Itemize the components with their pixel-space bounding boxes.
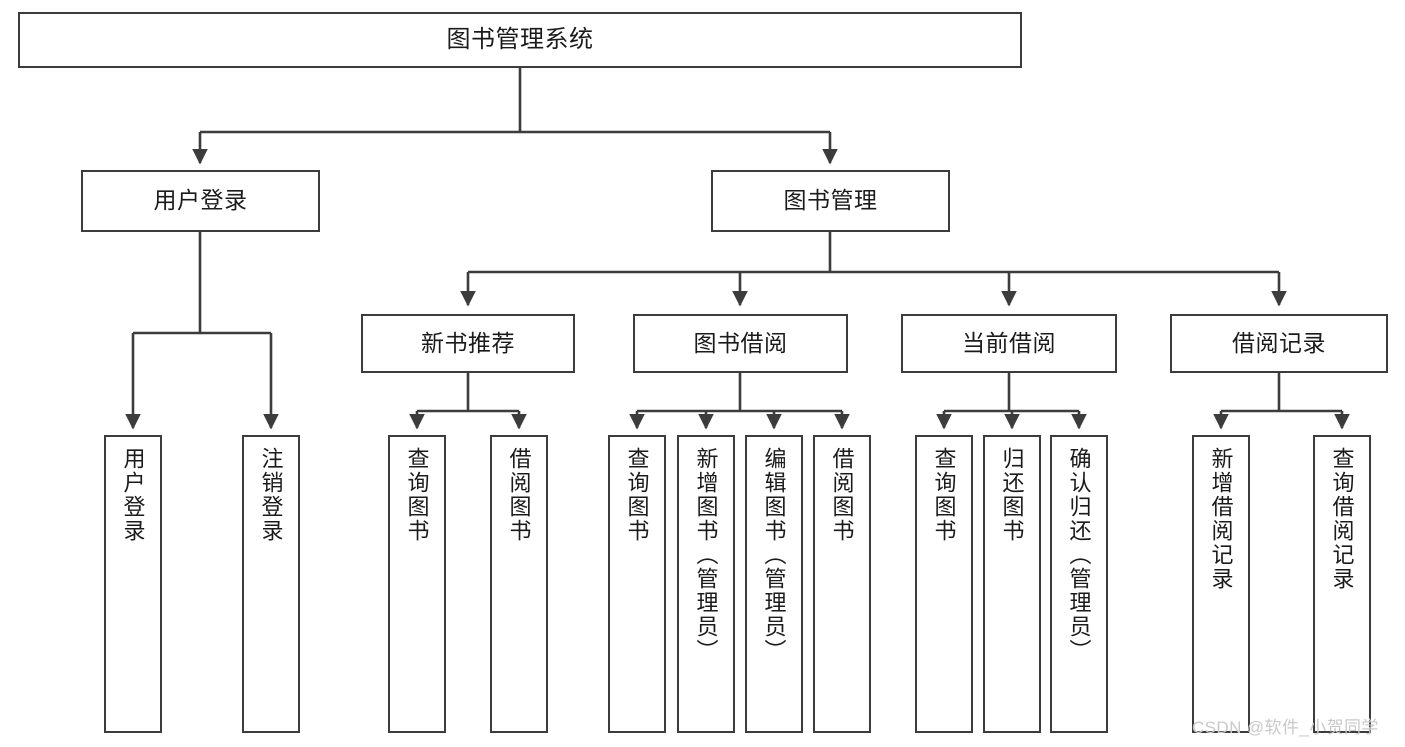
leaf-borrow-book-2[interactable]: 借阅图书: [813, 435, 871, 733]
node-label: 新增图书（管理员）: [693, 447, 719, 663]
leaf-query-book-2[interactable]: 查询图书: [608, 435, 666, 733]
leaf-user-logout[interactable]: 注销登录: [242, 435, 300, 733]
leaf-query-book-3[interactable]: 查询图书: [915, 435, 973, 733]
node-user-login[interactable]: 用户登录: [81, 170, 320, 232]
leaf-borrow-book-1[interactable]: 借阅图书: [490, 435, 548, 733]
leaf-add-book[interactable]: 新增图书（管理员）: [677, 435, 735, 733]
leaf-confirm-return[interactable]: 确认归还（管理员）: [1050, 435, 1108, 733]
leaf-edit-book[interactable]: 编辑图书（管理员）: [745, 435, 803, 733]
node-label: 注销登录: [258, 447, 284, 543]
node-label: 编辑图书（管理员）: [761, 447, 787, 663]
node-label: 归还图书: [999, 447, 1025, 543]
node-root-system[interactable]: 图书管理系统: [18, 12, 1022, 68]
node-label: 查询图书: [931, 447, 957, 543]
node-label: 新增借阅记录: [1208, 447, 1234, 591]
node-label: 查询借阅记录: [1329, 447, 1355, 591]
leaf-user-login[interactable]: 用户登录: [104, 435, 162, 733]
node-label: 图书管理系统: [446, 25, 594, 53]
node-label: 借阅图书: [829, 447, 855, 543]
node-book-borrow[interactable]: 图书借阅: [633, 314, 848, 373]
node-label: 确认归还（管理员）: [1066, 447, 1092, 663]
node-label: 查询图书: [624, 447, 650, 543]
node-label: 图书管理: [783, 187, 878, 214]
leaf-query-book-1[interactable]: 查询图书: [388, 435, 446, 733]
node-new-book-recommend[interactable]: 新书推荐: [361, 314, 575, 373]
node-label: 借阅记录: [1232, 329, 1326, 356]
node-label: 用户登录: [153, 187, 248, 214]
node-label: 借阅图书: [506, 447, 532, 543]
node-current-borrow[interactable]: 当前借阅: [901, 314, 1117, 373]
leaf-query-record[interactable]: 查询借阅记录: [1313, 435, 1371, 733]
leaf-return-book[interactable]: 归还图书: [983, 435, 1041, 733]
node-book-manage[interactable]: 图书管理: [711, 170, 950, 232]
node-label: 用户登录: [120, 447, 146, 543]
node-label: 新书推荐: [421, 329, 515, 356]
node-label: 查询图书: [404, 447, 430, 543]
node-borrow-record[interactable]: 借阅记录: [1170, 314, 1388, 373]
leaf-add-record[interactable]: 新增借阅记录: [1192, 435, 1250, 733]
node-label: 图书借阅: [693, 329, 788, 356]
node-label: 当前借阅: [962, 329, 1056, 356]
